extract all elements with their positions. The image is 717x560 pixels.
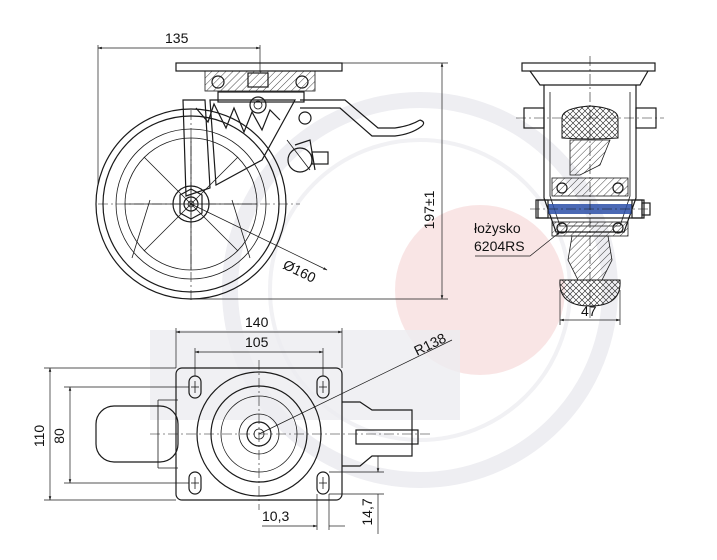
- bearing-label-line1: łożysko: [474, 220, 521, 236]
- top-view: [44, 328, 453, 534]
- watermark-logo: [150, 92, 618, 488]
- dim-10-3-label: 10,3: [262, 508, 289, 524]
- dim-80-label: 80: [51, 428, 67, 444]
- front-view: [475, 56, 664, 325]
- side-view: [95, 45, 448, 300]
- dim-105-label: 105: [245, 334, 269, 350]
- bearing-label-line2: 6204RS: [474, 238, 525, 254]
- dim-14-7-label: 14,7: [359, 498, 375, 525]
- dim-197-label: 197±1: [421, 190, 437, 229]
- dim-diameter-label: Ø160: [281, 256, 319, 285]
- dim-110-label: 110: [31, 425, 47, 448]
- dim-47-label: 47: [581, 303, 597, 319]
- dim-135-label: 135: [165, 30, 189, 46]
- dim-140-label: 140: [245, 314, 269, 330]
